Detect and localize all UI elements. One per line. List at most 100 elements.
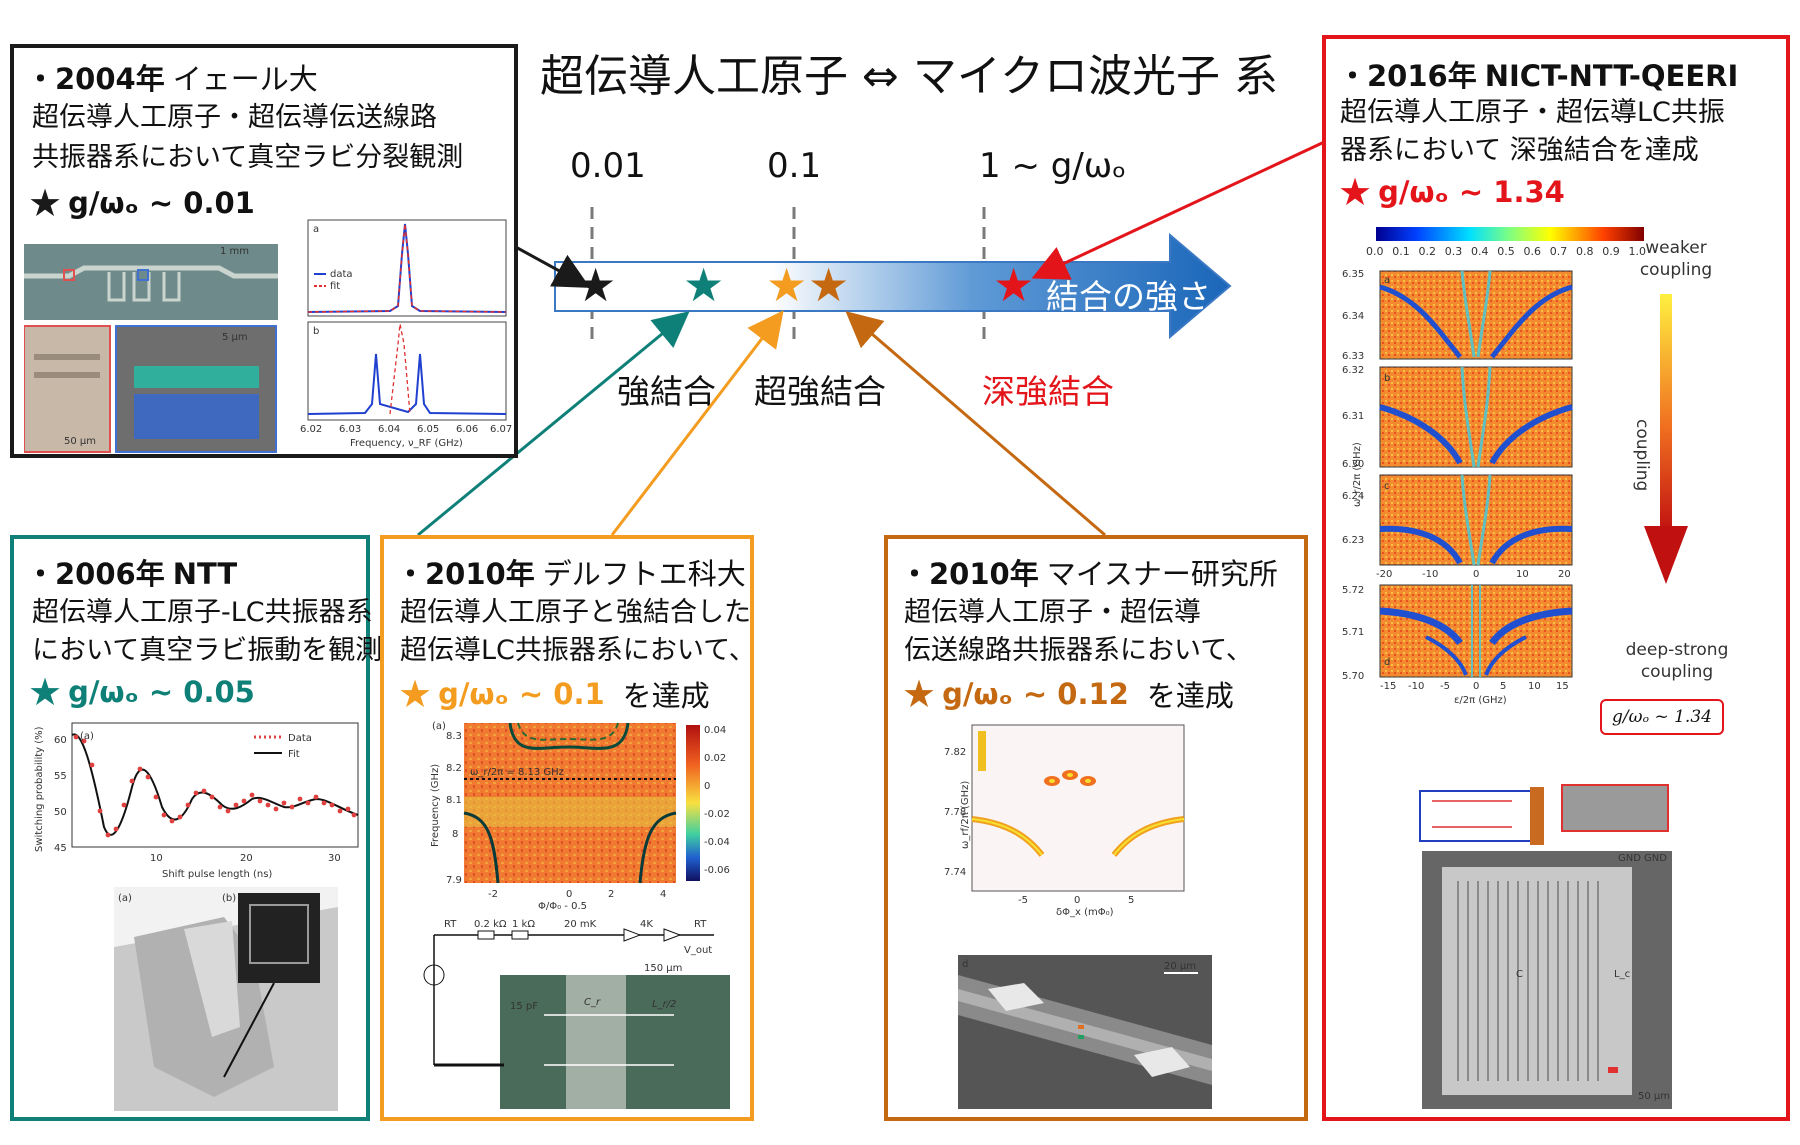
svg-text:7.78: 7.78 (944, 807, 966, 818)
connector-teal (417, 311, 690, 537)
svg-text:-0.06: -0.06 (704, 865, 730, 876)
wmi-ylabel: ω_rf/2π (GHz) (960, 781, 971, 849)
delft-line-1: 超伝導人工原子と強結合した (400, 597, 751, 628)
ntt2006-ylabel: Switching probability (%) (34, 726, 45, 852)
svg-text:5: 5 (1500, 681, 1506, 692)
wmi-header: ・2010年マイスナー研究所 (900, 557, 1278, 591)
ntt2006-rabi-chart: (a) Data Fit 60 55 50 45 10 20 30 Shift … (32, 717, 362, 881)
svg-text:0.04: 0.04 (704, 725, 726, 736)
nict-panel-c: c 6.24 6.23 -20 -10 0 10 20 (1342, 474, 1573, 580)
wmi-yticks: 7.82 7.78 7.74 (944, 747, 966, 878)
svg-text:6.34: 6.34 (1342, 311, 1364, 322)
svg-text:8: 8 (452, 829, 458, 840)
svg-text:0: 0 (1473, 569, 1479, 580)
star-red-icon: ★ (993, 258, 1035, 312)
svg-text:fit: fit (330, 281, 340, 292)
svg-text:0: 0 (704, 781, 710, 792)
svg-text:2: 2 (608, 889, 614, 900)
svg-text:c: c (1384, 481, 1390, 492)
svg-text:8.3: 8.3 (446, 731, 462, 742)
yale-scalebar-3: 50 μm (64, 436, 96, 447)
wmi-spectroscopy-chart: 7.82 7.78 7.74 -5 0 5 δΦ_x (mΦ₀) ω_rf/2π… (938, 719, 1188, 919)
delft-panel: (a) (432, 721, 446, 732)
svg-text:0.02: 0.02 (704, 753, 726, 764)
svg-text:6.24: 6.24 (1342, 491, 1364, 502)
wmi-xticks: -5 0 5 (1018, 895, 1134, 906)
yale-xticks: 6.02 6.03 6.04 6.05 6.06 6.07 (300, 424, 512, 435)
star-teal-small-icon: ★ (28, 670, 63, 714)
svg-text:150 μm: 150 μm (644, 963, 682, 974)
svg-text:5.72: 5.72 (1342, 585, 1364, 596)
nict-panel-a: a 6.35 6.34 6.33 (1342, 269, 1573, 362)
nict-deep-label: deep-strong coupling (1625, 640, 1729, 682)
star-black-small-icon: ★ (28, 181, 63, 225)
svg-text:4K: 4K (640, 919, 653, 930)
yale-scalebar-1: 1 mm (220, 246, 249, 257)
delft-header: ・2010年デルフトエ科大 (396, 557, 746, 591)
svg-text:45: 45 (54, 843, 67, 854)
yale-2004-box: ・2004年イェール大 超伝導人工原子・超伝導伝送線路 共振器系において真空ラビ… (10, 44, 518, 458)
svg-text:-10: -10 (1422, 569, 1438, 580)
connector-red (1031, 135, 1336, 280)
ntt2006-photo-b: (b) (222, 893, 236, 904)
ntt2006-panel: (a) (80, 731, 94, 742)
yale-spectrum-chart: a b data fit 6.02 6.03 6.04 6.05 6.06 6.… (280, 214, 512, 450)
star-brown-icon: ★ (808, 258, 850, 312)
wmi-line-1: 超伝導人工原子・超伝導 (904, 597, 1201, 628)
star-orange-small-icon: ★ (398, 672, 433, 716)
coupling-arrow (554, 232, 1232, 340)
svg-text:RT: RT (694, 919, 707, 930)
nict-coupling-label: coupling (1632, 419, 1652, 492)
svg-text:C: C (1516, 969, 1523, 980)
svg-text:RT: RT (444, 919, 457, 930)
svg-text:7.82: 7.82 (944, 747, 966, 758)
nict-panel-d: d 5.72 5.71 5.70 -15 -10 -5 0 5 10 15 (1342, 584, 1573, 692)
svg-text:50 μm: 50 μm (1638, 1091, 1670, 1102)
delft-annot: ω_r/2π = 8.13 GHz (470, 767, 564, 778)
nict-line-2: 器系において 深強結合を達成 (1340, 135, 1699, 166)
svg-text:5: 5 (1128, 895, 1134, 906)
tick-label-01: 0.1 (767, 146, 822, 186)
wmi-scalebar: 20 μm (1164, 961, 1196, 972)
yale-panel-b: b (313, 326, 319, 337)
delft-yticks: 8.3 8.2 8.1 8 7.9 (446, 731, 462, 886)
nict-device-image: GND GND C L_c 50 μm (1412, 781, 1672, 1111)
svg-text:6.31: 6.31 (1342, 411, 1364, 422)
yale-xlabel: Frequency, ν_RF (GHz) (350, 438, 463, 449)
delft-spectroscopy-chart: ω_r/2π = 8.13 GHz (a) 8.3 8.2 8.1 8 7.9 … (428, 717, 744, 911)
ntt2006-line-1: 超伝導人工原子-LC共振器系 (32, 597, 373, 628)
svg-text:6.02: 6.02 (300, 424, 322, 435)
wmi-device-panel: d (962, 959, 968, 970)
ntt2006-xticks: 10 20 30 (150, 853, 341, 864)
svg-text:50: 50 (54, 807, 67, 818)
connector-black (511, 243, 591, 288)
yale-line-2: 共振器系において真空ラビ分裂観測 (32, 142, 464, 173)
svg-text:6.23: 6.23 (1342, 535, 1364, 546)
svg-text:8.1: 8.1 (446, 795, 462, 806)
svg-text:6.30: 6.30 (1342, 459, 1364, 470)
tick-label-001: 0.01 (570, 146, 646, 186)
tick-label-1: 1 ~ g/ωₒ (979, 146, 1127, 186)
nict-colorbar (1372, 225, 1652, 265)
svg-text:0: 0 (1473, 681, 1479, 692)
star-brown-small-icon: ★ (902, 672, 937, 716)
svg-text:6.03: 6.03 (339, 424, 361, 435)
regime-ultrastrong: 超強結合 (754, 372, 886, 411)
svg-text:-20: -20 (1376, 569, 1392, 580)
svg-text:10: 10 (1516, 569, 1529, 580)
nict-xlabel: ε/2π (GHz) (1454, 695, 1507, 706)
svg-text:-15: -15 (1380, 681, 1396, 692)
svg-text:20 mK: 20 mK (564, 919, 597, 930)
ntt2006-xlabel: Shift pulse length (ns) (162, 869, 272, 880)
svg-text:-5: -5 (1018, 895, 1028, 906)
delft-xlabel: Φ/Φ₀ - 0.5 (538, 901, 587, 911)
coupling-gradient-arrow (1644, 294, 1688, 584)
ntt2006-legend: Data Fit (254, 733, 312, 760)
svg-text:V_out: V_out (684, 945, 712, 956)
svg-text:-5: -5 (1440, 681, 1450, 692)
ntt2006-yticks: 60 55 50 45 (54, 735, 67, 854)
svg-text:10: 10 (1528, 681, 1541, 692)
